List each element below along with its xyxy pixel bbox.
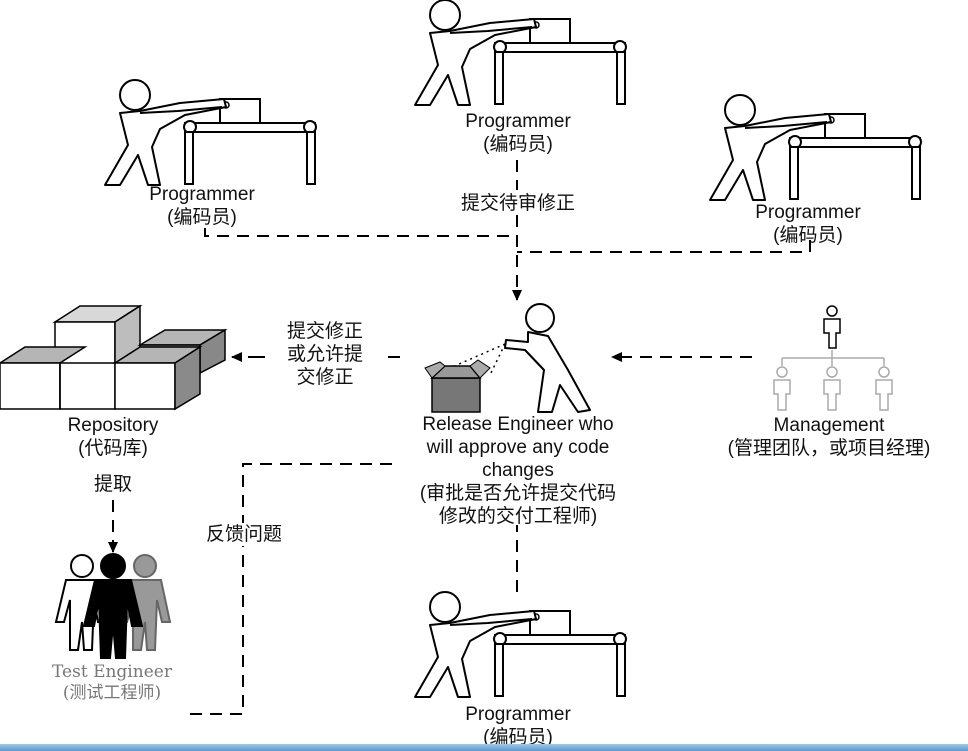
dash-right-programmer: [517, 240, 811, 253]
submit-or-allow-line1: 提交修正: [286, 321, 363, 342]
submit-for-review-label: 提交待审修正: [440, 192, 596, 215]
programmer-bottom-name: Programmer: [465, 704, 571, 725]
repository-cn: (代码库): [78, 438, 148, 459]
programmer-top-name: Programmer: [465, 111, 571, 132]
test-engineer-label: Test Engineer (测试工程师): [22, 662, 202, 704]
submit-or-allow-line2: 或允许提: [286, 344, 363, 365]
management-icon: [773, 305, 893, 411]
programmer-bottom-cn: (编码员): [483, 727, 553, 748]
programmer-left-name: Programmer: [149, 184, 255, 205]
programmer-top-figure: [414, 0, 627, 106]
submit-or-allow-line3: 交修正: [296, 367, 354, 388]
submit-or-allow-label: 提交修正 或允许提 交修正: [266, 320, 384, 389]
release-engineer-figure: [424, 303, 591, 413]
feedback-label: 反馈问题: [192, 523, 296, 546]
release-engineer-cn1: (审批是否允许提交代码: [419, 483, 617, 504]
repository-label: Repository (代码库): [38, 414, 188, 460]
programmer-right-name: Programmer: [755, 202, 861, 223]
programmer-left-label: Programmer (编码员): [127, 183, 277, 229]
programmer-bottom-figure: [414, 591, 627, 698]
programmer-top-label: Programmer (编码员): [443, 110, 593, 156]
dash-feedback: [190, 463, 395, 715]
management-label: Management (管理团队，或项目经理): [690, 414, 968, 460]
management-name: Management: [773, 415, 885, 436]
release-engineer-line1: Release Engineer who: [422, 414, 614, 435]
bottom-border: [0, 744, 968, 751]
programmer-bottom-label: Programmer (编码员): [443, 703, 593, 749]
programmer-right-label: Programmer (编码员): [733, 201, 883, 247]
repository-icon: [0, 304, 228, 411]
management-cn: (管理团队，或项目经理): [727, 438, 931, 459]
dash-left-programmer: [204, 228, 517, 237]
repository-name: Repository: [67, 415, 159, 436]
test-engineer-cn: (测试工程师): [62, 683, 162, 703]
release-engineer-cn2: 修改的交付工程师): [438, 506, 598, 527]
release-engineer-line3: changes: [482, 460, 554, 481]
programmer-right-cn: (编码员): [773, 225, 843, 246]
programmer-left-cn: (编码员): [167, 207, 237, 228]
programmer-top-cn: (编码员): [483, 134, 553, 155]
fetch-label: 提取: [85, 473, 141, 496]
release-engineer-line2: will approve any code: [426, 437, 610, 458]
programmer-left-figure: [104, 79, 317, 186]
release-engineer-label: Release Engineer who will approve any co…: [378, 413, 658, 528]
test-engineer-name: Test Engineer: [52, 662, 172, 682]
test-engineer-figure: [54, 553, 172, 659]
programmer-right-figure: [709, 94, 922, 201]
